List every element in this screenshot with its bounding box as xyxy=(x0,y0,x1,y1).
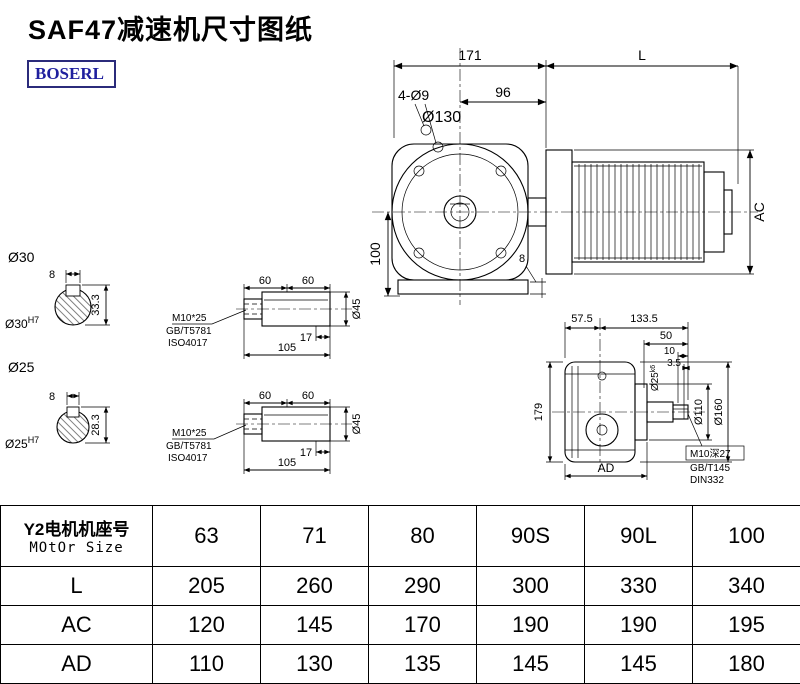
motor-size-label-cn: Y2电机机座号 xyxy=(23,520,130,540)
L-value-5: 340 xyxy=(692,565,800,606)
section-25-key-height: 28.3 xyxy=(90,414,102,435)
side-note-tap: M10深27 xyxy=(690,448,731,460)
section-30-key-width: 8 xyxy=(49,269,55,281)
dim-AC: AC xyxy=(751,202,767,221)
shaft-bottom-dim-17: 17 xyxy=(300,447,312,459)
side-note-std: GB/T145 xyxy=(690,463,730,474)
AD-value-0: 110 xyxy=(152,643,261,684)
AC-value-4: 190 xyxy=(584,604,693,645)
AD-value-1: 130 xyxy=(260,643,369,684)
side-dim-10: 10 xyxy=(664,346,676,357)
shaft-bottom-dim-105: 105 xyxy=(278,457,296,469)
dim-96: 96 xyxy=(495,84,511,100)
shaft-bottom-dim-60b: 60 xyxy=(302,390,314,402)
section-30-key-height: 33.3 xyxy=(90,294,102,315)
section-bore-25: Ø25 8 28.3 Ø25H7 xyxy=(5,359,110,451)
section-25-bore-label: Ø25H7 xyxy=(5,435,39,451)
table-row-AD: AD 110 130 135 145 145 180 xyxy=(0,643,800,684)
table-row-AC: AC 120 145 170 190 190 195 xyxy=(0,604,800,645)
shaft-top-dim-60a: 60 xyxy=(259,275,271,287)
section-30-bore-label: Ø30H7 xyxy=(5,315,39,331)
dim-foot-8: 8 xyxy=(519,253,525,265)
technical-drawing: 171 L 96 4-Ø9 Ø130 100 AC 8 xyxy=(5,47,767,486)
AC-value-1: 145 xyxy=(260,604,369,645)
AD-value-4: 145 xyxy=(584,643,693,684)
AC-value-2: 170 xyxy=(368,604,477,645)
side-note-din: DIN332 xyxy=(690,475,724,486)
section-30-dia-label: Ø30 xyxy=(8,249,35,265)
L-value-4: 330 xyxy=(584,565,693,606)
shaft-detail-bottom: 60 60 17 105 Ø45 M10*25 GB/T5781 ISO4017 xyxy=(166,390,363,474)
holes-label: 4-Ø9 xyxy=(398,87,429,103)
table-row-L: L 205 260 290 300 330 340 xyxy=(0,565,800,606)
dim-100: 100 xyxy=(367,242,383,266)
shaft-top-note-bolt: M10*25 xyxy=(172,313,207,324)
shaft-bottom-dia-45: Ø45 xyxy=(351,414,363,435)
flange-dia-label: Ø130 xyxy=(422,109,461,126)
size-col-4: 90L xyxy=(584,505,693,567)
side-dim-57-5: 57.5 xyxy=(571,313,592,325)
section-25-key-width: 8 xyxy=(49,391,55,403)
AD-value-5: 180 xyxy=(692,643,800,684)
row-label-AC: AC xyxy=(0,604,153,645)
dim-171: 171 xyxy=(458,47,482,63)
side-shaft-dia-label: Ø25k6 xyxy=(650,365,661,391)
front-view: 171 L 96 4-Ø9 Ø130 100 AC 8 xyxy=(367,47,767,305)
page-title: SAF47减速机尺寸图纸 xyxy=(28,15,314,45)
section-bore-30: Ø30 8 33.3 Ø30H7 xyxy=(5,249,110,331)
AD-value-3: 145 xyxy=(476,643,585,684)
shaft-top-note-iso: ISO4017 xyxy=(168,338,208,349)
AD-value-2: 135 xyxy=(368,643,477,684)
shaft-bottom-dim-60a: 60 xyxy=(259,390,271,402)
AC-value-3: 190 xyxy=(476,604,585,645)
side-view: 57.5 133.5 50 10 3.5 Ø25k6 Ø110 Ø160 xyxy=(533,313,745,486)
shaft-top-dim-17: 17 xyxy=(300,332,312,344)
AC-value-5: 195 xyxy=(692,604,800,645)
size-col-1: 71 xyxy=(260,505,369,567)
shaft-bottom-note-iso: ISO4017 xyxy=(168,453,208,464)
section-25-dia-label: Ø25 xyxy=(8,359,35,375)
L-value-2: 290 xyxy=(368,565,477,606)
L-value-3: 300 xyxy=(476,565,585,606)
side-dim-50: 50 xyxy=(660,330,672,342)
shaft-bottom-note-std: GB/T5781 xyxy=(166,441,212,452)
row-label-L: L xyxy=(0,565,153,606)
size-col-5: 100 xyxy=(692,505,800,567)
size-col-2: 80 xyxy=(368,505,477,567)
table-header-row: Y2电机机座号 MOtOr Size 63 71 80 90S 90L 100 xyxy=(0,505,800,567)
shaft-detail-top: 60 60 17 105 Ø45 M10*25 GB/T5781 ISO4017 xyxy=(166,275,363,359)
shaft-top-dim-105: 105 xyxy=(278,342,296,354)
motor-size-header-cell: Y2电机机座号 MOtOr Size xyxy=(0,505,153,567)
row-label-AD: AD xyxy=(0,643,153,684)
brand-logo: BOSERL xyxy=(27,60,116,89)
L-value-1: 260 xyxy=(260,565,369,606)
shaft-bottom-note-bolt: M10*25 xyxy=(172,428,207,439)
shaft-top-note-std: GB/T5781 xyxy=(166,326,212,337)
shaft-top-dia-45: Ø45 xyxy=(351,299,363,320)
side-dim-3-5: 3.5 xyxy=(667,358,681,369)
dim-L: L xyxy=(638,47,646,63)
dimension-table: Y2电机机座号 MOtOr Size 63 71 80 90S 90L 100 … xyxy=(0,505,800,684)
AC-value-0: 120 xyxy=(152,604,261,645)
side-body-dia: Ø160 xyxy=(713,399,725,426)
shaft-top-dim-60b: 60 xyxy=(302,275,314,287)
L-value-0: 205 xyxy=(152,565,261,606)
brand-text: BOSERL xyxy=(35,64,104,83)
size-col-3: 90S xyxy=(476,505,585,567)
side-flange-dia: Ø110 xyxy=(693,399,705,425)
side-dim-133-5: 133.5 xyxy=(630,313,658,325)
side-dim-179: 179 xyxy=(533,403,545,421)
side-dim-AD: AD xyxy=(598,461,615,475)
motor-size-label-en: MOtOr Size xyxy=(29,540,124,557)
size-col-0: 63 xyxy=(152,505,261,567)
